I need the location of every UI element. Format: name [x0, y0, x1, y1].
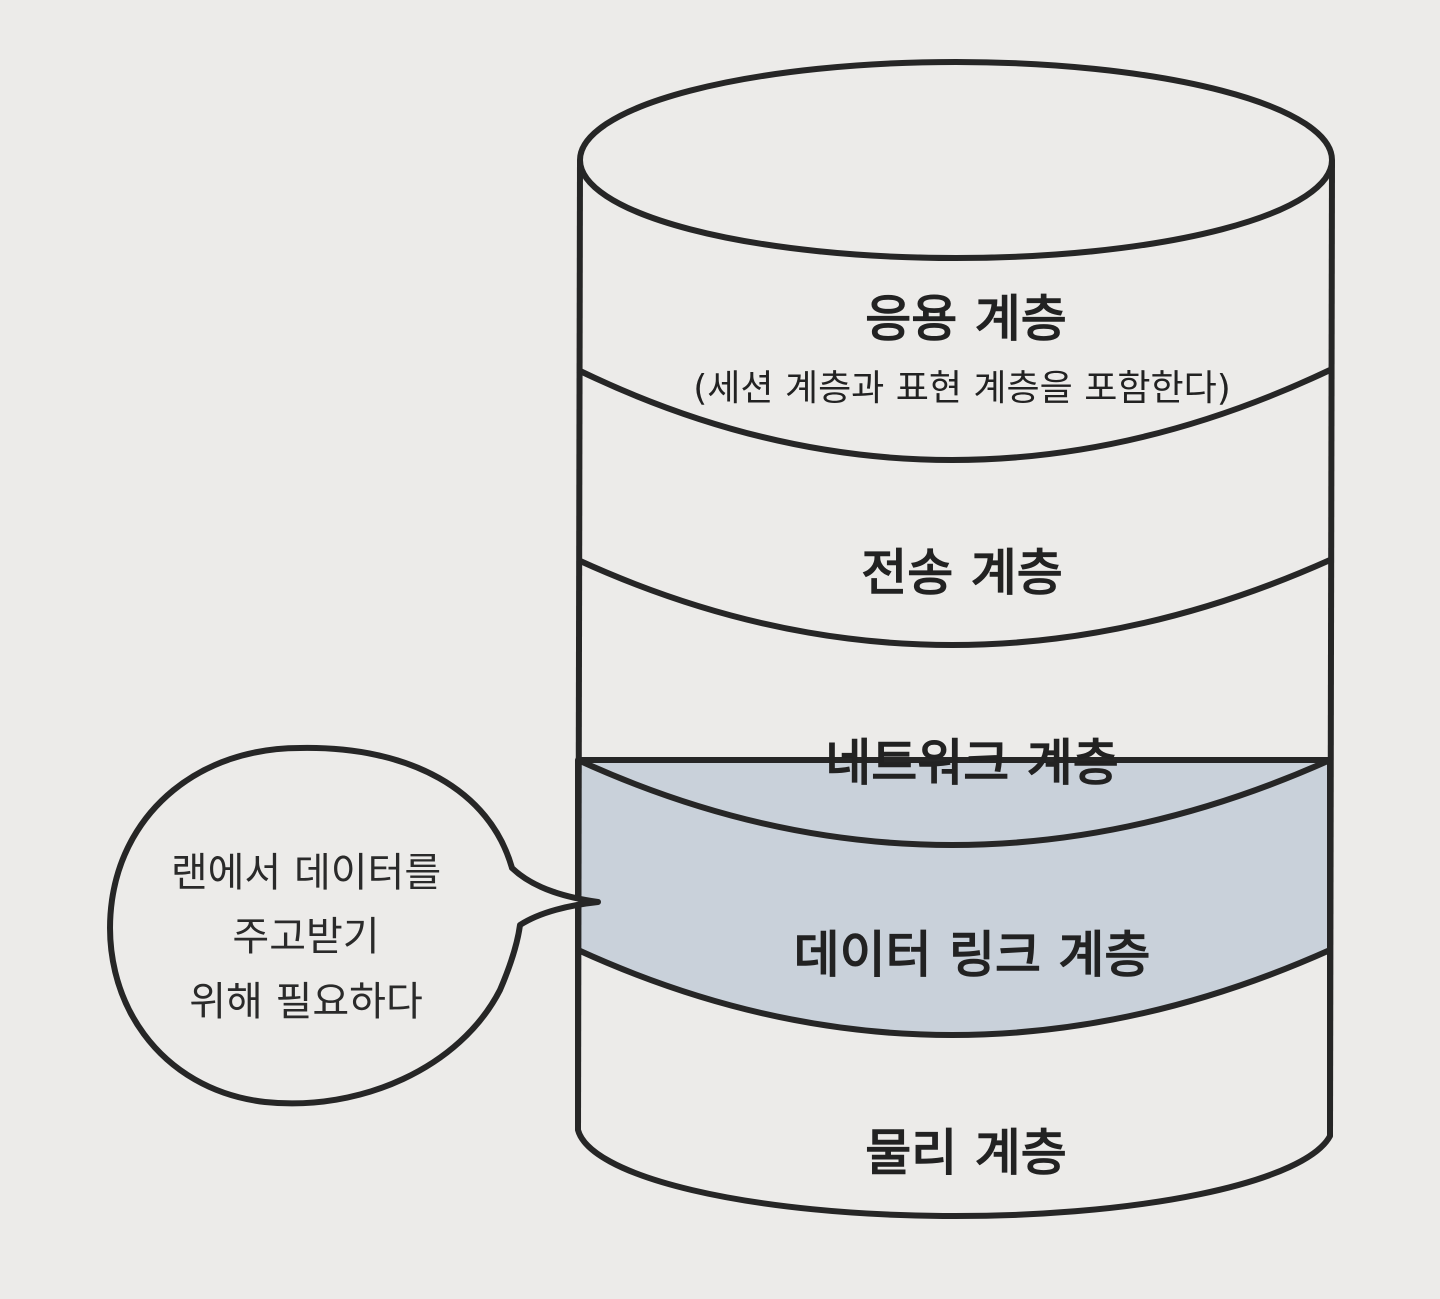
callout-line-3: 위해 필요하다 [189, 979, 423, 1025]
layer-transport-label: 전송 계층 [861, 544, 1062, 602]
cylinder-left-side [575, 159, 583, 1131]
callout-line-2: 주고받기 [232, 914, 379, 960]
layer-application-sublabel: (세션 계층과 표현 계층을 포함한다) [693, 368, 1231, 409]
layer-physical-label: 물리 계층 [865, 1124, 1066, 1182]
callout-bubble [107, 744, 601, 1107]
layer-boundary-datalink-top [576, 757, 1332, 848]
layer-network-label: 네트워크 계층 [825, 734, 1118, 792]
layer-boundary-network-top [576, 557, 1332, 648]
layer-boundary-transport-top [576, 367, 1332, 463]
layer-data-link-label: 데이터 링크 계층 [794, 926, 1151, 984]
callout-line-1: 랜에서 데이터를 [171, 850, 441, 896]
cylinder-right-side [1327, 159, 1335, 1137]
cylinder-top [577, 59, 1335, 261]
layer-data-link-band [575, 757, 1333, 1038]
layer-application-label: 응용 계층 [865, 290, 1066, 348]
